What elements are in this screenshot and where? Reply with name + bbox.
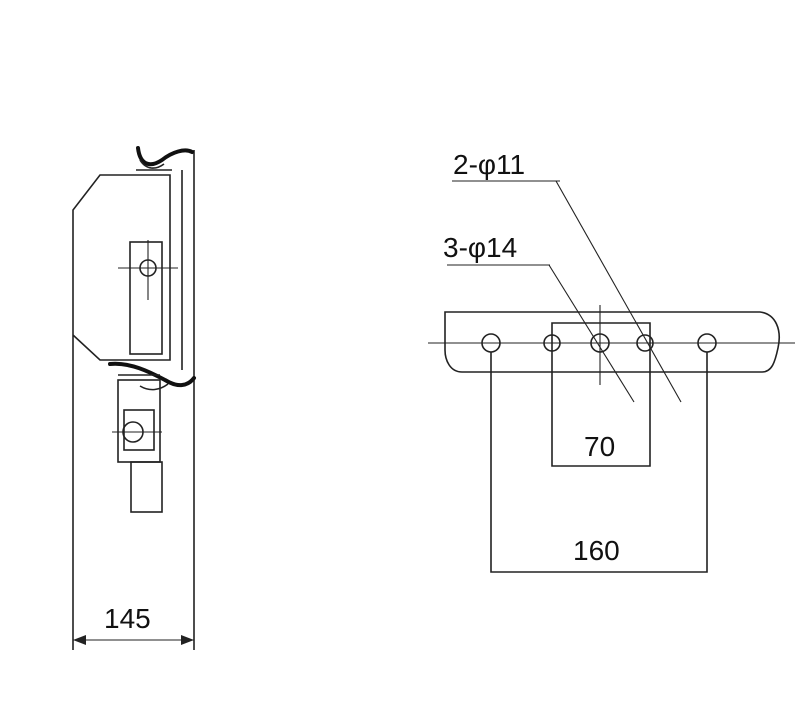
side-bottom-clamp [108,361,196,387]
inner-dim-label: 70 [584,431,615,462]
side-lower-tab [130,461,163,513]
side-upper-bracket [129,241,163,355]
side-dim-label: 145 [104,603,151,634]
side-dim-arrow-right [181,635,194,645]
hole-label-a: 2-φ11 [453,149,525,180]
hole-label-b: 3-φ14 [443,232,517,263]
front-view: 2-φ11 3-φ14 70 160 [428,149,795,573]
front-inner-rect [551,322,651,467]
side-lower-bracket-inner [123,409,155,451]
leader-b [548,264,635,403]
side-top-clamp-lip [136,159,172,171]
front-hole-4 [636,334,654,352]
front-bar-outline [444,311,780,373]
side-top-clamp [136,146,194,167]
side-bottom-clamp-lip [118,374,169,391]
side-view: 145 [72,146,196,650]
side-housing-outline [72,174,171,650]
outer-dim-label: 160 [573,535,620,566]
side-dim-arrow-left [73,635,86,645]
leader-a [555,180,682,403]
front-outer-rect [490,352,708,573]
